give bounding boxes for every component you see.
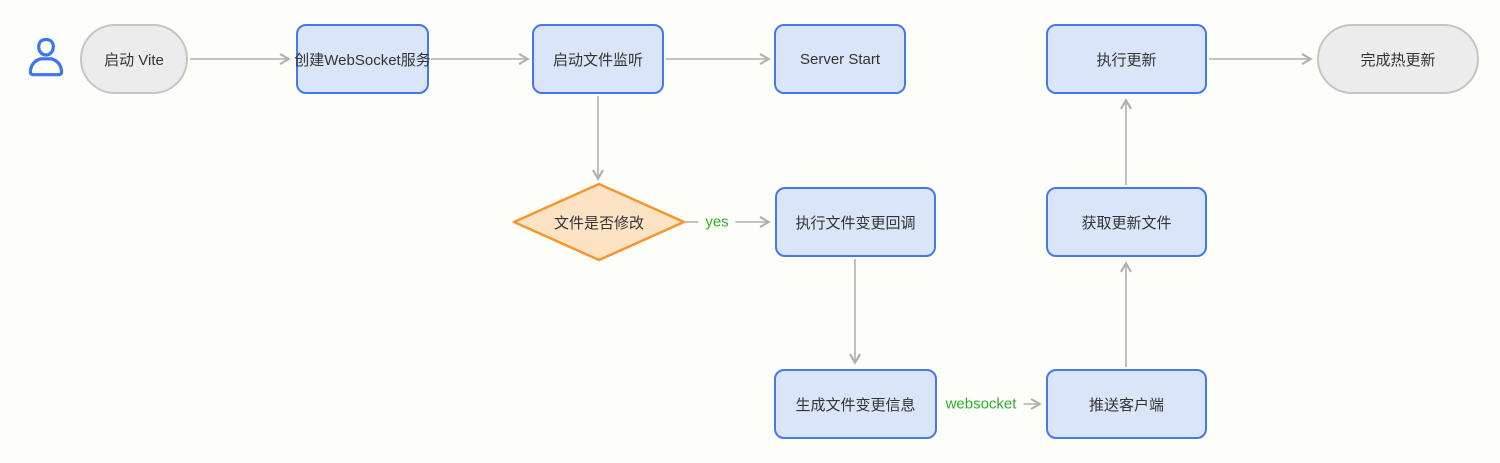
user-icon	[28, 37, 64, 77]
node-create-websocket-label: 创建WebSocket服务	[294, 51, 431, 69]
node-generate-change-info-label: 生成文件变更信息	[795, 396, 916, 414]
edge-label-websocket: websocket	[938, 395, 1024, 413]
node-fetch-update-files-label: 获取更新文件	[1081, 214, 1172, 232]
node-start-label: 启动 Vite	[104, 51, 164, 69]
node-push-client: 推送客户端	[1046, 369, 1207, 439]
node-done: 完成热更新	[1317, 24, 1479, 94]
node-do-update-label: 执行更新	[1096, 51, 1157, 69]
node-decision: 文件是否修改	[511, 181, 687, 263]
node-do-update: 执行更新	[1046, 24, 1207, 94]
node-create-websocket: 创建WebSocket服务	[294, 24, 431, 94]
node-watch-files: 启动文件监听	[532, 24, 664, 94]
node-watch-files-label: 启动文件监听	[552, 51, 643, 69]
node-decision-label: 文件是否修改	[553, 214, 644, 232]
decision-diamond-shape	[512, 182, 686, 262]
node-server-start-label: Server Start	[799, 50, 881, 68]
node-push-client-label: 推送客户端	[1088, 396, 1164, 414]
node-done-label: 完成热更新	[1360, 51, 1436, 69]
node-start: 启动 Vite	[80, 24, 188, 94]
node-change-callback-label: 执行文件变更回调	[795, 214, 916, 232]
node-server-start: Server Start	[774, 24, 906, 94]
node-change-callback: 执行文件变更回调	[775, 187, 936, 257]
edge-label-yes: yes	[698, 213, 736, 231]
node-fetch-update-files: 获取更新文件	[1046, 187, 1207, 257]
node-generate-change-info: 生成文件变更信息	[774, 369, 937, 439]
